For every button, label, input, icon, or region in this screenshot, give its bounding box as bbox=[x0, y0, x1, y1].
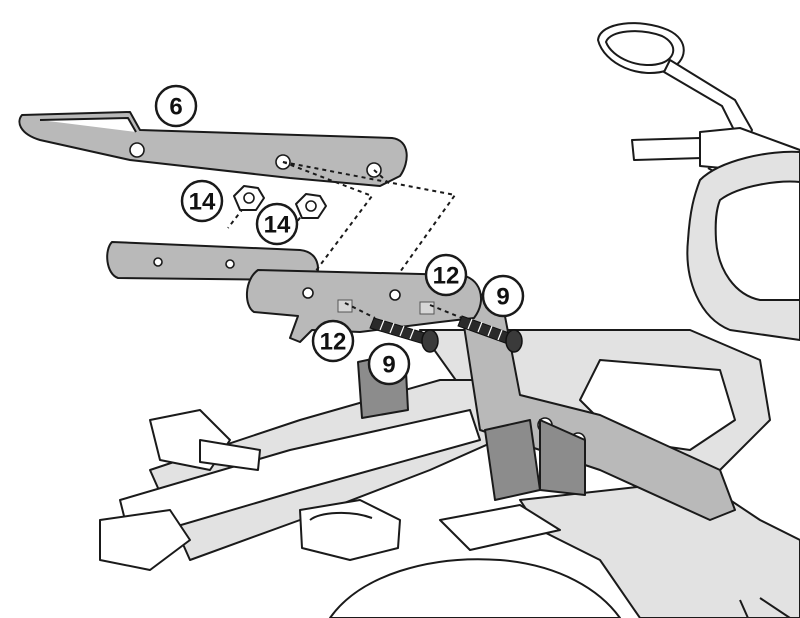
right-bracket-foot bbox=[484, 419, 541, 501]
callout-14b-label: 14 bbox=[264, 212, 291, 239]
callout-12a-label: 12 bbox=[433, 263, 460, 290]
spacer-mark bbox=[337, 299, 353, 313]
lower-detail bbox=[439, 504, 561, 551]
mirror bbox=[597, 22, 753, 151]
rear-wheel-hint bbox=[329, 558, 621, 618]
callout-12b-label: 12 bbox=[320, 329, 347, 356]
tank-panel bbox=[714, 180, 800, 301]
callout-9b-label: 9 bbox=[382, 352, 395, 379]
callout-9a: 9 bbox=[481, 274, 525, 318]
frame-edge bbox=[739, 597, 791, 618]
callout-6-label: 6 bbox=[169, 94, 182, 121]
callout-6: 6 bbox=[154, 84, 198, 128]
spacer-mark bbox=[419, 301, 435, 315]
bolt-part-9 bbox=[369, 317, 439, 353]
left-indicator bbox=[149, 409, 261, 471]
nut-part-14 bbox=[295, 193, 327, 219]
right-indicator bbox=[299, 499, 401, 561]
right-arm-hole bbox=[302, 287, 314, 299]
callout-12a: 12 bbox=[424, 253, 468, 297]
right-side-arm bbox=[246, 269, 483, 343]
left-arm-hole bbox=[153, 257, 163, 267]
top-plate-hole bbox=[129, 142, 145, 158]
tail-light bbox=[99, 509, 191, 571]
right-bracket-plate bbox=[539, 419, 586, 496]
callout-14a: 14 bbox=[180, 179, 224, 223]
right-arm-hole bbox=[389, 289, 401, 301]
nut-part-14 bbox=[233, 185, 265, 211]
callout-9b: 9 bbox=[367, 342, 411, 386]
motorcycle-illustration bbox=[99, 22, 800, 618]
callout-12b: 12 bbox=[311, 319, 355, 363]
callout-9a-label: 9 bbox=[496, 284, 509, 311]
left-arm-hole bbox=[225, 259, 235, 269]
bolt-part-9 bbox=[457, 315, 523, 353]
callout-14a-label: 14 bbox=[189, 189, 216, 216]
callout-14b: 14 bbox=[255, 202, 299, 246]
